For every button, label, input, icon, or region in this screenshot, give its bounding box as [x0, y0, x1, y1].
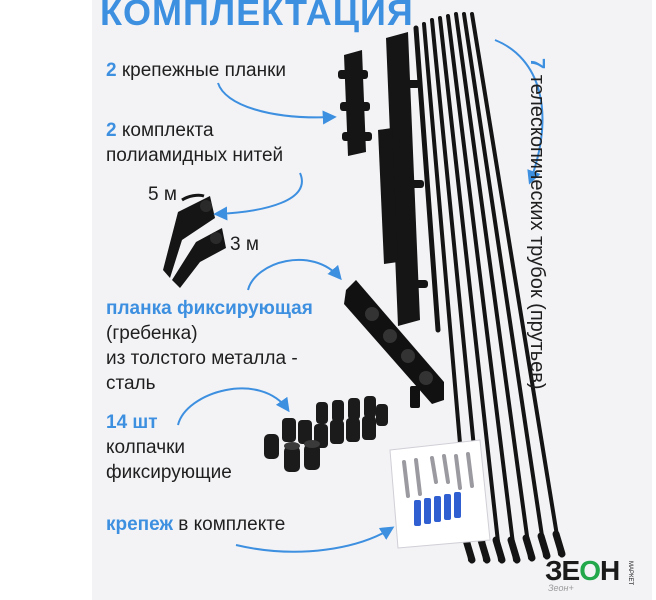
watermark: Зеон+ [548, 583, 574, 593]
page-title: КОМПЛЕКТАЦИЯ [100, 0, 414, 33]
label-thread-length-5: 5 м [148, 184, 177, 205]
fastener-kit-icon [389, 439, 491, 549]
brand-logo: ЗЕОН МАРКЕТ [545, 555, 633, 586]
telescopic-rods-icon [413, 12, 566, 564]
label-threads: 2 комплекта полиамидных нитей [106, 120, 284, 166]
label-end-caps: 14 шт колпачки фиксирующие [106, 412, 232, 483]
label-comb-strip: планка фиксирующая (гребенка) из толстог… [106, 298, 313, 394]
thread-bundle-icon [163, 193, 226, 288]
label-thread-length-3: 3 м [230, 234, 259, 255]
callout-arrows [177, 39, 544, 553]
comb-strip-icon [344, 280, 444, 408]
label-mounting-strips: 2 крепежные планки [106, 60, 287, 81]
label-fasteners: крепеж в комплекте [106, 514, 286, 535]
mounting-strip-icon [338, 32, 428, 326]
end-caps-icon [264, 396, 388, 472]
label-telescopic-rods: 7 телескопических трубок (прутьев) [526, 58, 548, 390]
